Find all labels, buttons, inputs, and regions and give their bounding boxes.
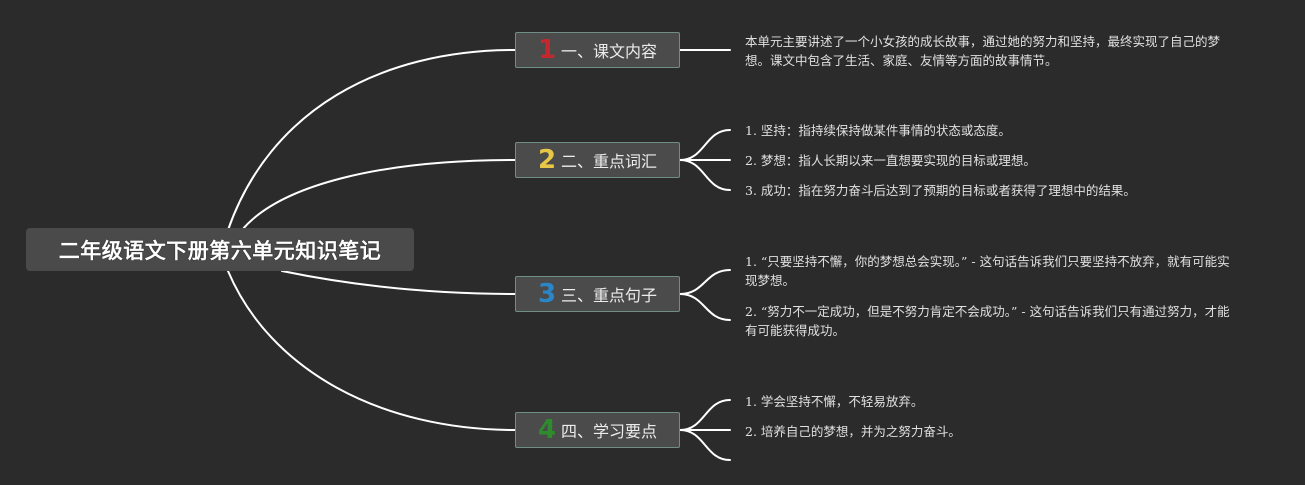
connector-branch-4-leaf-1 bbox=[679, 399, 731, 431]
branch-node-3[interactable]: 3 三、重点句子 bbox=[515, 276, 680, 312]
branch-label-1: 一、课文内容 bbox=[561, 42, 658, 61]
leaf-2-1[interactable]: 1. 坚持：指持续保持做某件事情的状态或态度。 bbox=[745, 123, 1011, 138]
branch-node-1[interactable]: 1 一、课文内容 bbox=[515, 32, 680, 68]
leaf-1-1[interactable]: 本单元主要讲述了一个小女孩的成长故事，通过她的努力和坚持，最终实现了自己的梦想。… bbox=[745, 34, 1221, 68]
connector-branch-4-leaf-3 bbox=[679, 429, 731, 461]
connector-root-branch-1 bbox=[227, 49, 516, 231]
connector-root-branch-2 bbox=[241, 159, 516, 231]
branch-label-3: 三、重点句子 bbox=[561, 286, 658, 305]
connector-branch-3-leaf-1 bbox=[679, 269, 731, 295]
connector-branch-2-leaf-3 bbox=[679, 159, 731, 191]
branch-number-3: 3 bbox=[537, 279, 557, 309]
connector-branch-3-leaf-2 bbox=[679, 293, 731, 321]
leaf-2-2[interactable]: 2. 梦想：指人长期以来一直想要实现的目标或理想。 bbox=[745, 153, 1036, 168]
connector-root-branch-4 bbox=[227, 270, 516, 431]
branch-number-4: 4 bbox=[537, 415, 557, 445]
leaf-4-2[interactable]: 2. 培养自己的梦想，并为之努力奋斗。 bbox=[745, 424, 961, 439]
leaf-4-1[interactable]: 1. 学会坚持不懈，不轻易放弃。 bbox=[745, 394, 924, 409]
connector-branch-2-leaf-1 bbox=[679, 129, 731, 161]
root-title: 二年级语文下册第六单元知识笔记 bbox=[58, 238, 382, 263]
branch-number-1: 1 bbox=[537, 35, 557, 65]
branch-number-2: 2 bbox=[537, 145, 557, 175]
branch-label-2: 二、重点词汇 bbox=[561, 152, 658, 171]
branch-node-2[interactable]: 2 二、重点词汇 bbox=[515, 142, 680, 178]
branch-label-4: 四、学习要点 bbox=[561, 422, 658, 441]
leaf-3-2[interactable]: 2. “努力不一定成功，但是不努力肯定不会成功。” - 这句话告诉我们只有通过努… bbox=[745, 304, 1230, 338]
leaf-2-3[interactable]: 3. 成功：指在努力奋斗后达到了预期的目标或者获得了理想中的结果。 bbox=[745, 183, 1136, 198]
root-node[interactable]: 二年级语文下册第六单元知识笔记 bbox=[26, 228, 414, 271]
connector-root-branch-3 bbox=[281, 270, 516, 295]
leaf-3-1[interactable]: 1. “只要坚持不懈，你的梦想总会实现。” - 这句话告诉我们只要坚持不放弃，就… bbox=[745, 254, 1230, 288]
branch-node-4[interactable]: 4 四、学习要点 bbox=[515, 412, 680, 448]
